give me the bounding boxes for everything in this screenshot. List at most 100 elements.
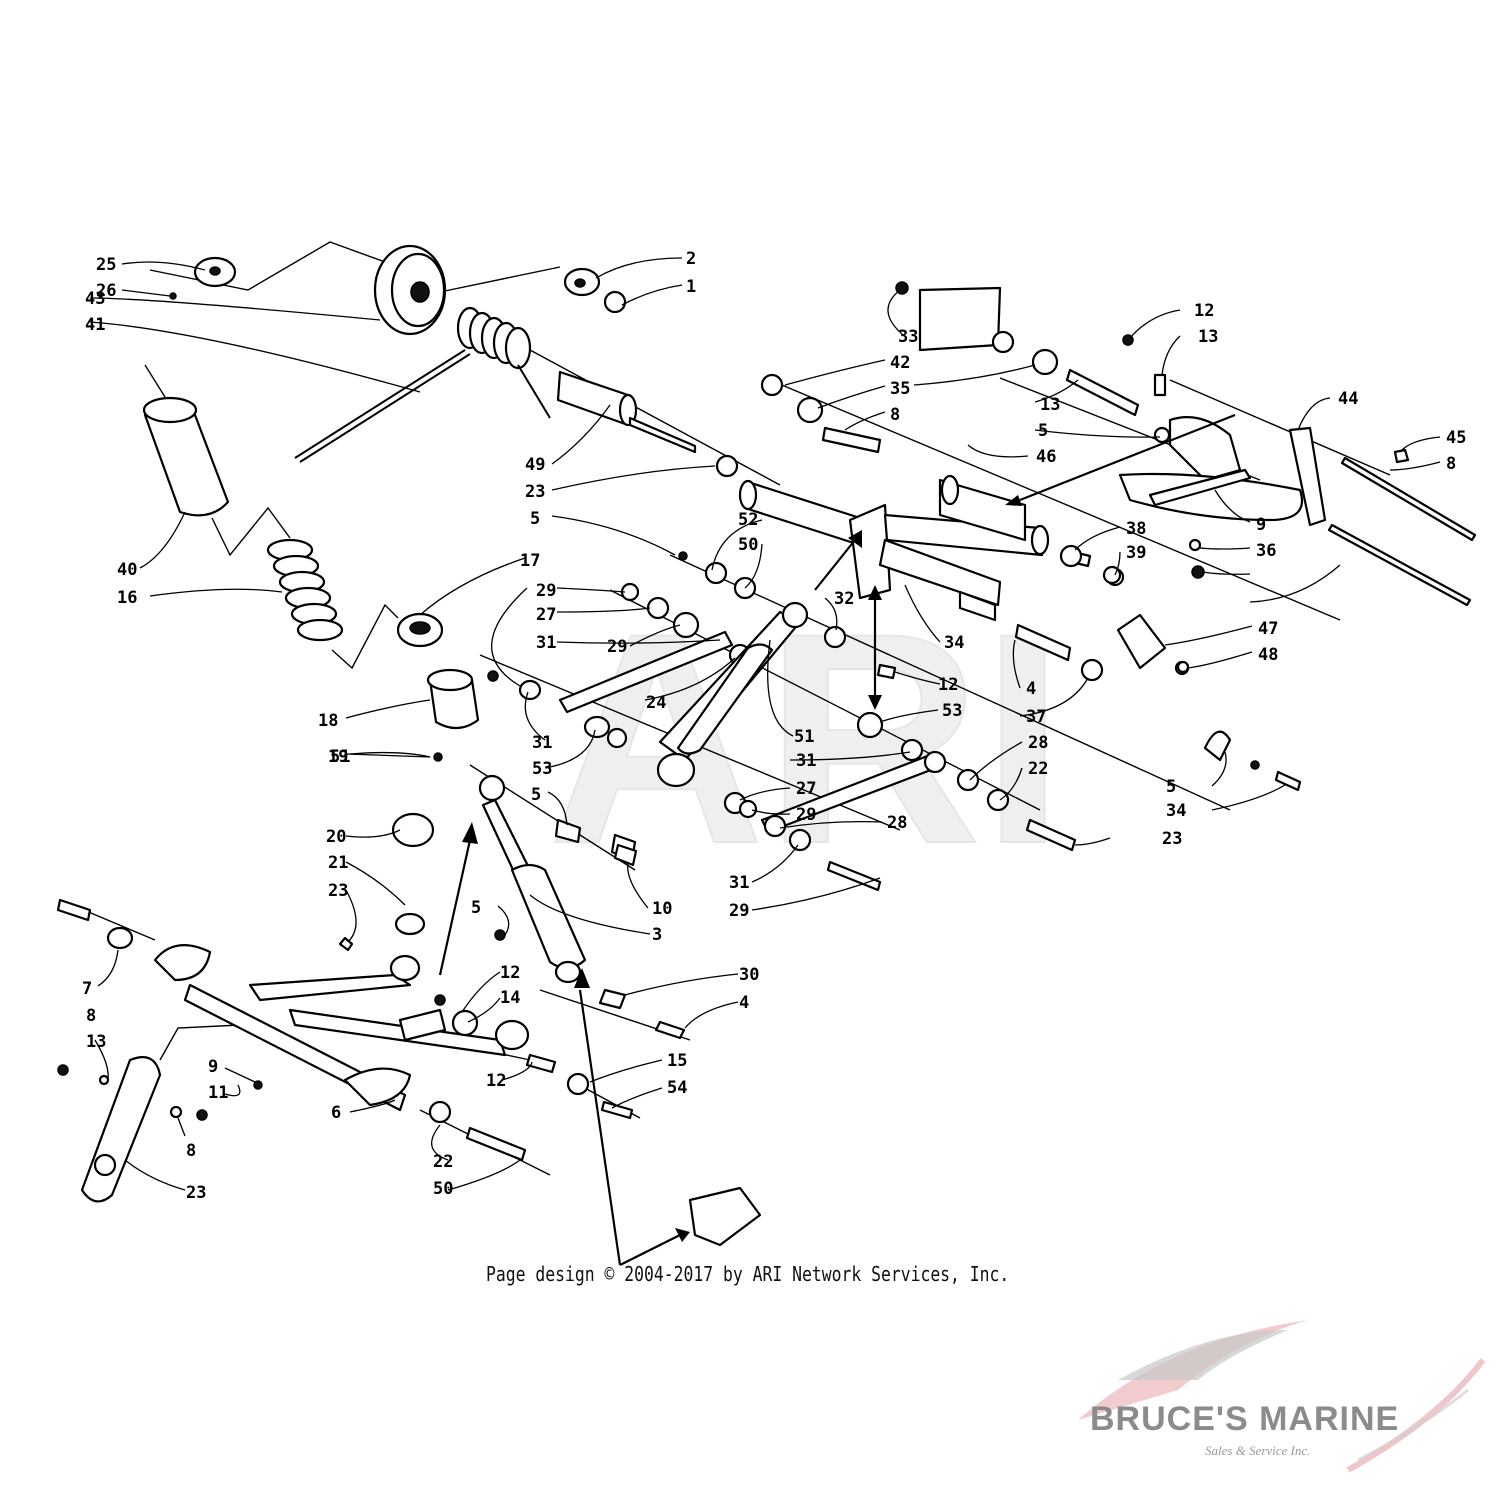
callout-number: 53 <box>942 701 962 721</box>
callout-number: 44 <box>1338 389 1358 409</box>
logo-arc-red <box>1346 1358 1486 1473</box>
callout-number: 27 <box>796 779 816 799</box>
callout-number: 46 <box>1036 447 1056 467</box>
callout-number: 34 <box>1166 801 1186 821</box>
copyright-notice: Page design © 2004-2017 by ARI Network S… <box>486 1262 1010 1286</box>
callout-number: 3 <box>652 925 662 945</box>
logo-brand-name: BRUCE'S MARINE <box>1090 1400 1400 1438</box>
callout-number: 24 <box>646 693 666 713</box>
callout-number: 19 <box>328 747 348 767</box>
callout-number: 45 <box>1446 428 1466 448</box>
callout-number: 33 <box>898 327 918 347</box>
callout-number: 8 <box>86 1006 96 1026</box>
callout-number: 10 <box>652 899 672 919</box>
callout-number: 31 <box>536 633 556 653</box>
idler-wheel-group <box>169 244 739 478</box>
callout-number: 13 <box>1040 395 1060 415</box>
callout-number: 5 <box>1038 421 1048 441</box>
callout-number: 12 <box>1194 301 1214 321</box>
rear-shock-spring-group <box>142 396 480 762</box>
logo-swoosh-gray <box>1118 1330 1288 1380</box>
callout-number: 22 <box>1028 759 1048 779</box>
callout-number: 5 <box>531 785 541 805</box>
bruces-marine-logo <box>1078 1320 1486 1473</box>
callout-number: 5 <box>1166 777 1176 797</box>
callout-number: 39 <box>1126 543 1146 563</box>
front-arm-assembly <box>56 812 634 1203</box>
callout-number: 29 <box>607 637 627 657</box>
callout-number: 11 <box>208 1083 228 1103</box>
callout-number: 9 <box>1256 515 1266 535</box>
callout-number: 26 <box>96 281 116 301</box>
callout-number: 36 <box>1256 541 1276 561</box>
linkage-assembly <box>487 551 1077 892</box>
callout-number: 25 <box>96 255 116 275</box>
callout-number: 7 <box>82 979 92 999</box>
callout-number: 16 <box>117 588 137 608</box>
callout-number: 5 <box>471 898 481 918</box>
callout-number: 48 <box>1258 645 1278 665</box>
ski-clamp <box>688 1186 762 1247</box>
callout-number: 29 <box>796 805 816 825</box>
callout-number: 23 <box>186 1183 206 1203</box>
callout-number: 12 <box>938 675 958 695</box>
callout-number: 8 <box>186 1141 196 1161</box>
callout-number: 12 <box>486 1071 506 1091</box>
callout-number: 32 <box>834 589 854 609</box>
callout-number: 12 <box>500 963 520 983</box>
callout-number: 29 <box>536 581 556 601</box>
callout-number: 50 <box>433 1179 453 1199</box>
callout-number: 54 <box>667 1078 687 1098</box>
callout-number: 9 <box>208 1057 218 1077</box>
logo-tagline: Sales & Service Inc. <box>1205 1443 1311 1458</box>
callout-number: 17 <box>520 551 540 571</box>
callout-number: 31 <box>729 873 749 893</box>
callout-number: 15 <box>667 1051 687 1071</box>
callout-number: 2 <box>686 249 696 269</box>
rear-arm-frame <box>738 281 1477 792</box>
callout-number: 23 <box>328 881 348 901</box>
callout-number: 43 <box>85 289 105 309</box>
callout-number: 53 <box>532 759 552 779</box>
callout-number: 1 <box>686 277 696 297</box>
callout-number: 8 <box>1446 454 1456 474</box>
coil-spring <box>266 538 344 642</box>
callout-number: 4 <box>1026 679 1036 699</box>
callout-number: 23 <box>1162 829 1182 849</box>
callout-number: 47 <box>1258 619 1278 639</box>
callout-number: 18 <box>318 711 338 731</box>
callout-number: 14 <box>500 988 520 1008</box>
callout-number: 23 <box>525 482 545 502</box>
callout-number: 30 <box>739 965 759 985</box>
callout-number: 50 <box>738 535 758 555</box>
callout-number: 27 <box>536 605 556 625</box>
callout-number: 31 <box>532 733 552 753</box>
callout-number: 22 <box>433 1152 453 1172</box>
callout-number: 5 <box>530 509 540 529</box>
callout-number: 51 <box>330 747 350 767</box>
callout-number: 28 <box>1028 733 1048 753</box>
callout-number: 37 <box>1026 707 1046 727</box>
callout-number: 21 <box>328 853 348 873</box>
callout-number: 31 <box>796 751 816 771</box>
callout-number: 38 <box>1126 519 1146 539</box>
callout-number: 6 <box>331 1103 341 1123</box>
leader-lines <box>89 257 1441 1191</box>
callout-number: 42 <box>890 353 910 373</box>
callout-number: 51 <box>794 727 814 747</box>
direction-arrows <box>438 413 1236 1266</box>
callout-number: 29 <box>729 901 749 921</box>
callout-number: 34 <box>944 633 964 653</box>
callout-number: 13 <box>86 1032 106 1052</box>
callout-number: 40 <box>117 560 137 580</box>
logo-arc-gray <box>1357 1388 1469 1462</box>
callout-number: 49 <box>525 455 545 475</box>
callout-number: 20 <box>326 827 346 847</box>
callout-number: 13 <box>1198 327 1218 347</box>
callout-number: 4 <box>739 993 749 1013</box>
callout-number: 8 <box>890 405 900 425</box>
callout-numbers: 2526434121401649235171819202123781391168… <box>82 249 1466 1203</box>
torsion-spring <box>456 306 551 419</box>
